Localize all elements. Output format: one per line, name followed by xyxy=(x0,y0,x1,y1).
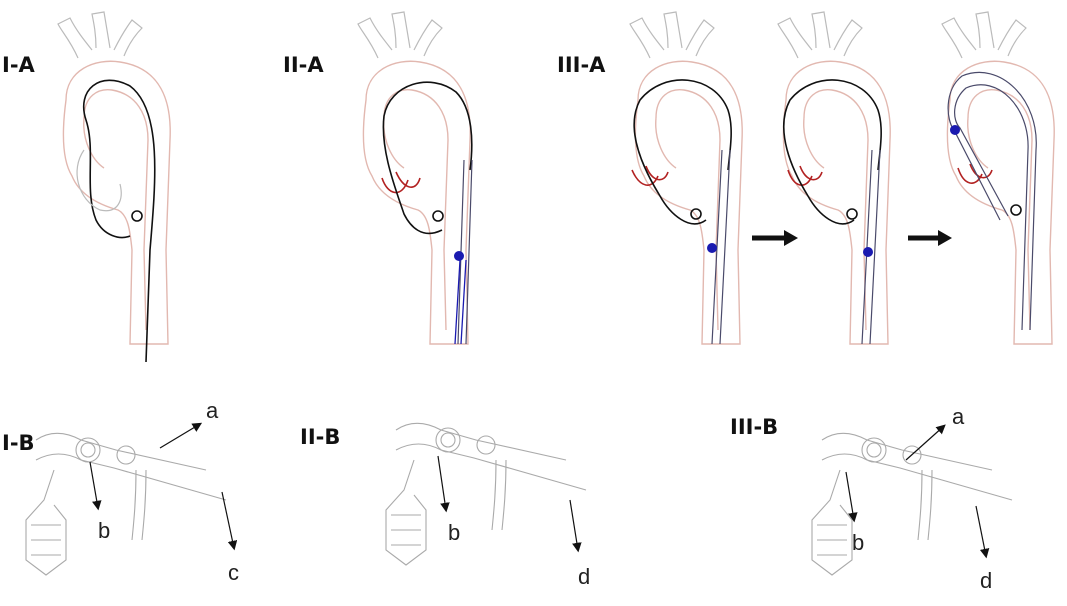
wire-tip-loop xyxy=(131,210,143,222)
callout-c: c xyxy=(228,560,239,585)
panel-I-B: I-B a b c xyxy=(2,398,239,585)
callout-b: b xyxy=(448,520,460,545)
panel-label-II-A: II-A xyxy=(283,53,324,77)
callout-b: b xyxy=(852,530,864,555)
panel-label-II-B: II-B xyxy=(300,425,340,449)
guidewire xyxy=(83,79,156,363)
callout-d: d xyxy=(578,564,590,589)
step-arrow-icon xyxy=(908,230,952,246)
panel-label-I-B: I-B xyxy=(2,431,35,455)
callout-a: a xyxy=(206,398,219,423)
balloon-marker xyxy=(454,251,464,261)
panel-II-A: II-A xyxy=(283,11,473,345)
panel-III-B: III-B a b d xyxy=(730,404,1013,593)
panel-II-B: II-B b d xyxy=(300,422,590,589)
panel-I-A: I-A xyxy=(2,11,171,363)
balloon-outline xyxy=(76,149,122,212)
callout-a: a xyxy=(952,404,965,429)
guidewire xyxy=(382,81,473,235)
panel-label-III-A: III-A xyxy=(557,53,606,77)
panel-label-I-A: I-A xyxy=(2,53,36,77)
callout-d: d xyxy=(980,568,992,593)
panel-label-III-B: III-B xyxy=(730,415,778,439)
callout-b: b xyxy=(98,518,110,543)
panel-III-A: III-A xyxy=(557,11,1055,345)
wire-tip-loop xyxy=(432,210,444,222)
valve-leaflets xyxy=(381,171,421,194)
step-arrow-icon xyxy=(752,230,798,246)
